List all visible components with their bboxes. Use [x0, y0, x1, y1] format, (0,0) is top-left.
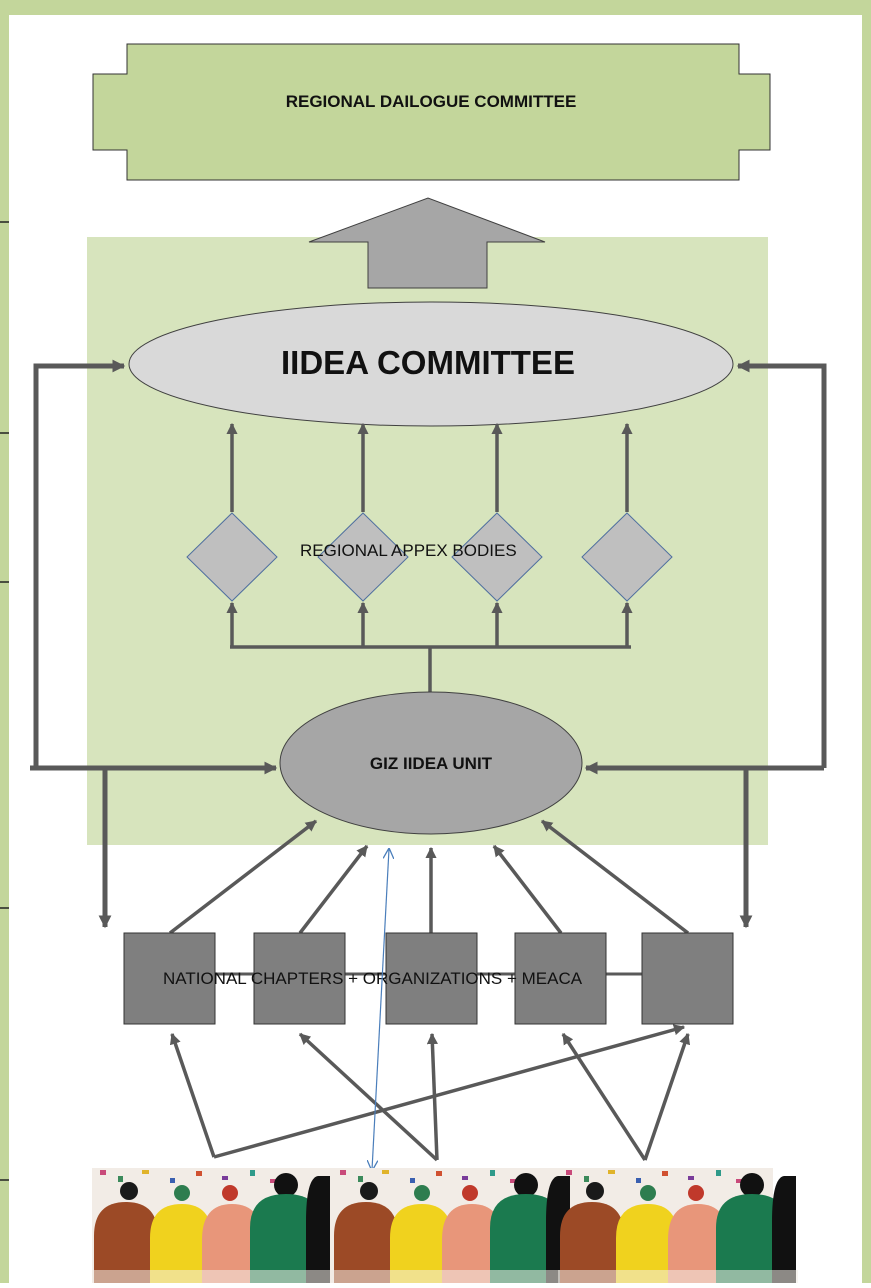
iidea-committee-ellipse [128, 301, 734, 427]
regional-dialogue-committee-box [92, 43, 771, 181]
national-chapters [123, 932, 734, 1025]
national-chapters-label: NATIONAL CHAPTERS + ORGANIZATIONS + MEAC… [163, 969, 583, 988]
apex-body-diamond [451, 512, 543, 602]
chapter-square [514, 932, 607, 1025]
regional-apex-bodies-label: REGIONAL APPEX BODIES [300, 541, 517, 560]
chapter-square [641, 932, 734, 1025]
iidea-committee-label: IIDEA COMMITTEE [281, 344, 575, 381]
margin-ticks [0, 221, 9, 1181]
chapter-square [123, 932, 216, 1025]
regional-apex-bodies [186, 512, 673, 602]
feedback-double-arrow [372, 849, 389, 1170]
people-panel [92, 1170, 332, 1283]
regional-dialogue-committee-label: REGIONAL DAILOGUE COMMITTEE [286, 92, 577, 111]
unit-to-apex-arrows [226, 601, 633, 692]
people-illustration [92, 1168, 798, 1283]
page-border-right [862, 0, 871, 1283]
apex-to-committee-arrows [226, 422, 633, 512]
up-block-arrow-icon [308, 197, 546, 289]
side-loop-arrows [30, 359, 827, 929]
giz-iidea-unit-label: GIZ IIDEA UNIT [370, 754, 493, 773]
giz-iidea-unit-ellipse [279, 691, 583, 835]
chapter-square [253, 932, 346, 1025]
chapters-to-unit-arrows [168, 819, 690, 935]
people-to-chapters-arrows [169, 1024, 691, 1162]
page-border-top [0, 0, 871, 15]
chapter-square [385, 932, 478, 1025]
apex-body-diamond [317, 512, 409, 602]
page-border-left [0, 0, 9, 1283]
apex-body-diamond [186, 512, 278, 602]
apex-body-diamond [581, 512, 673, 602]
